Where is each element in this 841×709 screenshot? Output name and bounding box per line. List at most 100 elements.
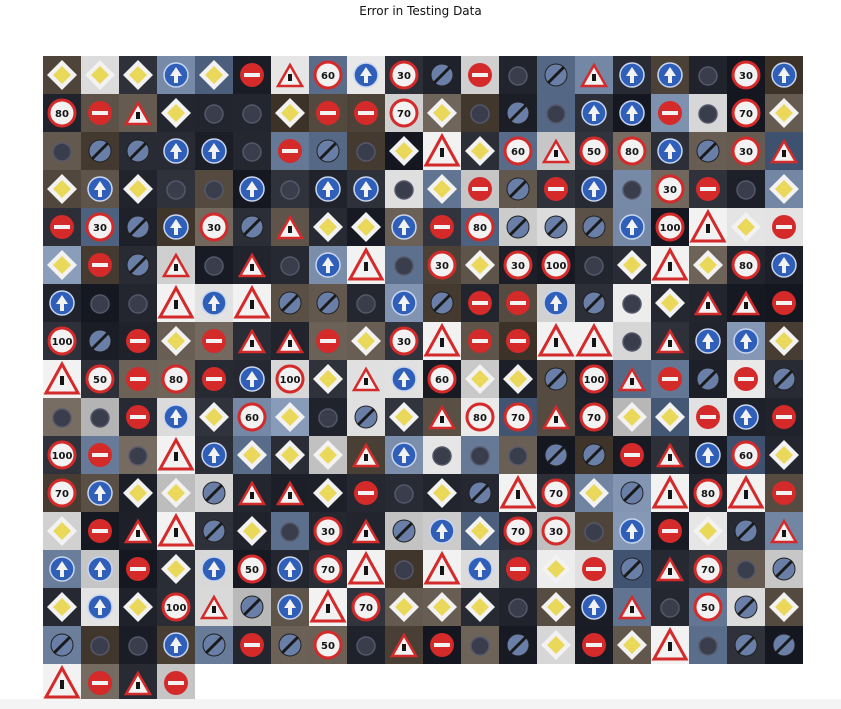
sign-thumbnail-no-entry xyxy=(765,398,803,436)
sign-thumbnail-round-blue xyxy=(765,246,803,284)
sign-thumbnail-round-limit: 70 xyxy=(499,512,537,550)
sign-thumbnail-triangle xyxy=(233,322,271,360)
sign-thumbnail-round-blue xyxy=(43,284,81,322)
sign-thumbnail-triangle xyxy=(347,436,385,474)
sign-thumbnail-round-gray xyxy=(499,94,537,132)
svg-text:70: 70 xyxy=(55,489,69,500)
sign-thumbnail-round-gray xyxy=(423,284,461,322)
svg-text:80: 80 xyxy=(169,375,183,386)
sign-thumbnail-dark xyxy=(119,626,157,664)
sign-thumbnail-triangle xyxy=(651,246,689,284)
sign-thumbnail-dark xyxy=(575,512,613,550)
sign-thumbnail-diamond xyxy=(461,360,499,398)
sign-thumbnail-no-entry xyxy=(81,664,119,702)
sign-thumbnail-dark xyxy=(499,436,537,474)
sign-thumbnail-diamond xyxy=(271,94,309,132)
sign-thumbnail-round-gray xyxy=(195,626,233,664)
sign-thumbnail-dark xyxy=(81,284,119,322)
sign-thumbnail-diamond xyxy=(119,170,157,208)
sign-thumbnail-no-entry xyxy=(689,398,727,436)
sign-thumbnail-dark xyxy=(499,56,537,94)
sign-thumbnail-round-limit: 80 xyxy=(689,474,727,512)
sign-thumbnail-triangle xyxy=(119,664,157,702)
svg-text:80: 80 xyxy=(701,489,715,500)
sign-thumbnail-round-blue xyxy=(157,626,195,664)
sign-thumbnail-diamond xyxy=(385,132,423,170)
sign-thumbnail-diamond xyxy=(157,474,195,512)
sign-thumbnail-round-limit: 50 xyxy=(309,626,347,664)
sign-thumbnail-round-blue xyxy=(613,208,651,246)
sign-thumbnail-triangle xyxy=(157,512,195,550)
sign-thumbnail-round-blue xyxy=(385,436,423,474)
figure-title: Error in Testing Data xyxy=(359,4,482,18)
sign-thumbnail-no-entry xyxy=(727,360,765,398)
sign-thumbnail-diamond xyxy=(81,56,119,94)
sign-thumbnail-no-entry xyxy=(423,208,461,246)
sign-thumbnail-round-limit: 60 xyxy=(309,56,347,94)
sign-thumbnail-round-blue xyxy=(309,170,347,208)
sign-thumbnail-triangle xyxy=(423,132,461,170)
sign-thumbnail-round-blue xyxy=(81,474,119,512)
sign-thumbnail-dark xyxy=(81,398,119,436)
sign-thumbnail-round-limit: 60 xyxy=(233,398,271,436)
sign-thumbnail-diamond xyxy=(43,588,81,626)
sign-thumbnail-diamond xyxy=(765,322,803,360)
sign-thumbnail-triangle xyxy=(233,284,271,322)
sign-thumbnail-round-limit: 70 xyxy=(689,550,727,588)
sign-thumbnail-triangle xyxy=(347,246,385,284)
sign-thumbnail-diamond xyxy=(423,170,461,208)
sign-thumbnail-no-entry xyxy=(651,512,689,550)
svg-text:30: 30 xyxy=(511,261,525,272)
sign-thumbnail-diamond xyxy=(157,550,195,588)
svg-text:70: 70 xyxy=(739,109,753,120)
sign-thumbnail-triangle xyxy=(575,322,613,360)
sign-thumbnail-dark xyxy=(347,626,385,664)
sign-thumbnail-diamond xyxy=(119,56,157,94)
sign-thumbnail-round-blue xyxy=(423,512,461,550)
sign-thumbnail-dark xyxy=(461,626,499,664)
sign-thumbnail-round-gray xyxy=(385,512,423,550)
sign-thumbnail-no-entry xyxy=(499,284,537,322)
sign-thumbnail-round-blue xyxy=(575,94,613,132)
sign-thumbnail-dark xyxy=(195,94,233,132)
sign-thumbnail-triangle xyxy=(385,626,423,664)
sign-thumbnail-round-gray xyxy=(765,550,803,588)
sign-thumbnail-triangle xyxy=(119,94,157,132)
sign-thumbnail-triangle xyxy=(613,588,651,626)
svg-text:100: 100 xyxy=(166,603,187,614)
sign-thumbnail-round-blue xyxy=(689,322,727,360)
sign-thumbnail-round-gray xyxy=(765,360,803,398)
sign-thumbnail-triangle xyxy=(575,56,613,94)
sign-thumbnail-dark xyxy=(81,626,119,664)
sign-thumbnail-triangle xyxy=(157,436,195,474)
sign-thumbnail-triangle xyxy=(271,208,309,246)
sign-thumbnail-diamond xyxy=(499,360,537,398)
svg-text:80: 80 xyxy=(739,261,753,272)
sign-thumbnail-round-gray xyxy=(119,246,157,284)
sign-thumbnail-diamond xyxy=(689,246,727,284)
svg-text:70: 70 xyxy=(321,565,335,576)
sign-thumbnail-round-blue xyxy=(575,588,613,626)
sign-thumbnail-round-limit: 80 xyxy=(157,360,195,398)
sign-thumbnail-round-limit: 30 xyxy=(309,512,347,550)
sign-thumbnail-diamond xyxy=(271,398,309,436)
svg-text:30: 30 xyxy=(207,223,221,234)
svg-text:70: 70 xyxy=(511,413,525,424)
sign-thumbnail-round-gray xyxy=(727,626,765,664)
sign-thumbnail-round-gray xyxy=(727,512,765,550)
sign-thumbnail-diamond xyxy=(461,512,499,550)
svg-text:60: 60 xyxy=(435,375,449,386)
sign-thumbnail-no-entry xyxy=(461,56,499,94)
sign-thumbnail-triangle xyxy=(727,284,765,322)
sign-thumbnail-round-blue xyxy=(385,284,423,322)
sign-thumbnail-round-limit: 30 xyxy=(651,170,689,208)
sign-thumbnail-no-entry xyxy=(461,322,499,360)
sign-thumbnail-diamond xyxy=(233,512,271,550)
sign-thumbnail-diamond xyxy=(119,474,157,512)
sign-thumbnail-diamond xyxy=(309,436,347,474)
sign-thumbnail-dark xyxy=(233,132,271,170)
sign-thumbnail-round-blue xyxy=(689,436,727,474)
svg-text:70: 70 xyxy=(359,603,373,614)
sign-thumbnail-no-entry xyxy=(43,208,81,246)
svg-text:30: 30 xyxy=(321,527,335,538)
